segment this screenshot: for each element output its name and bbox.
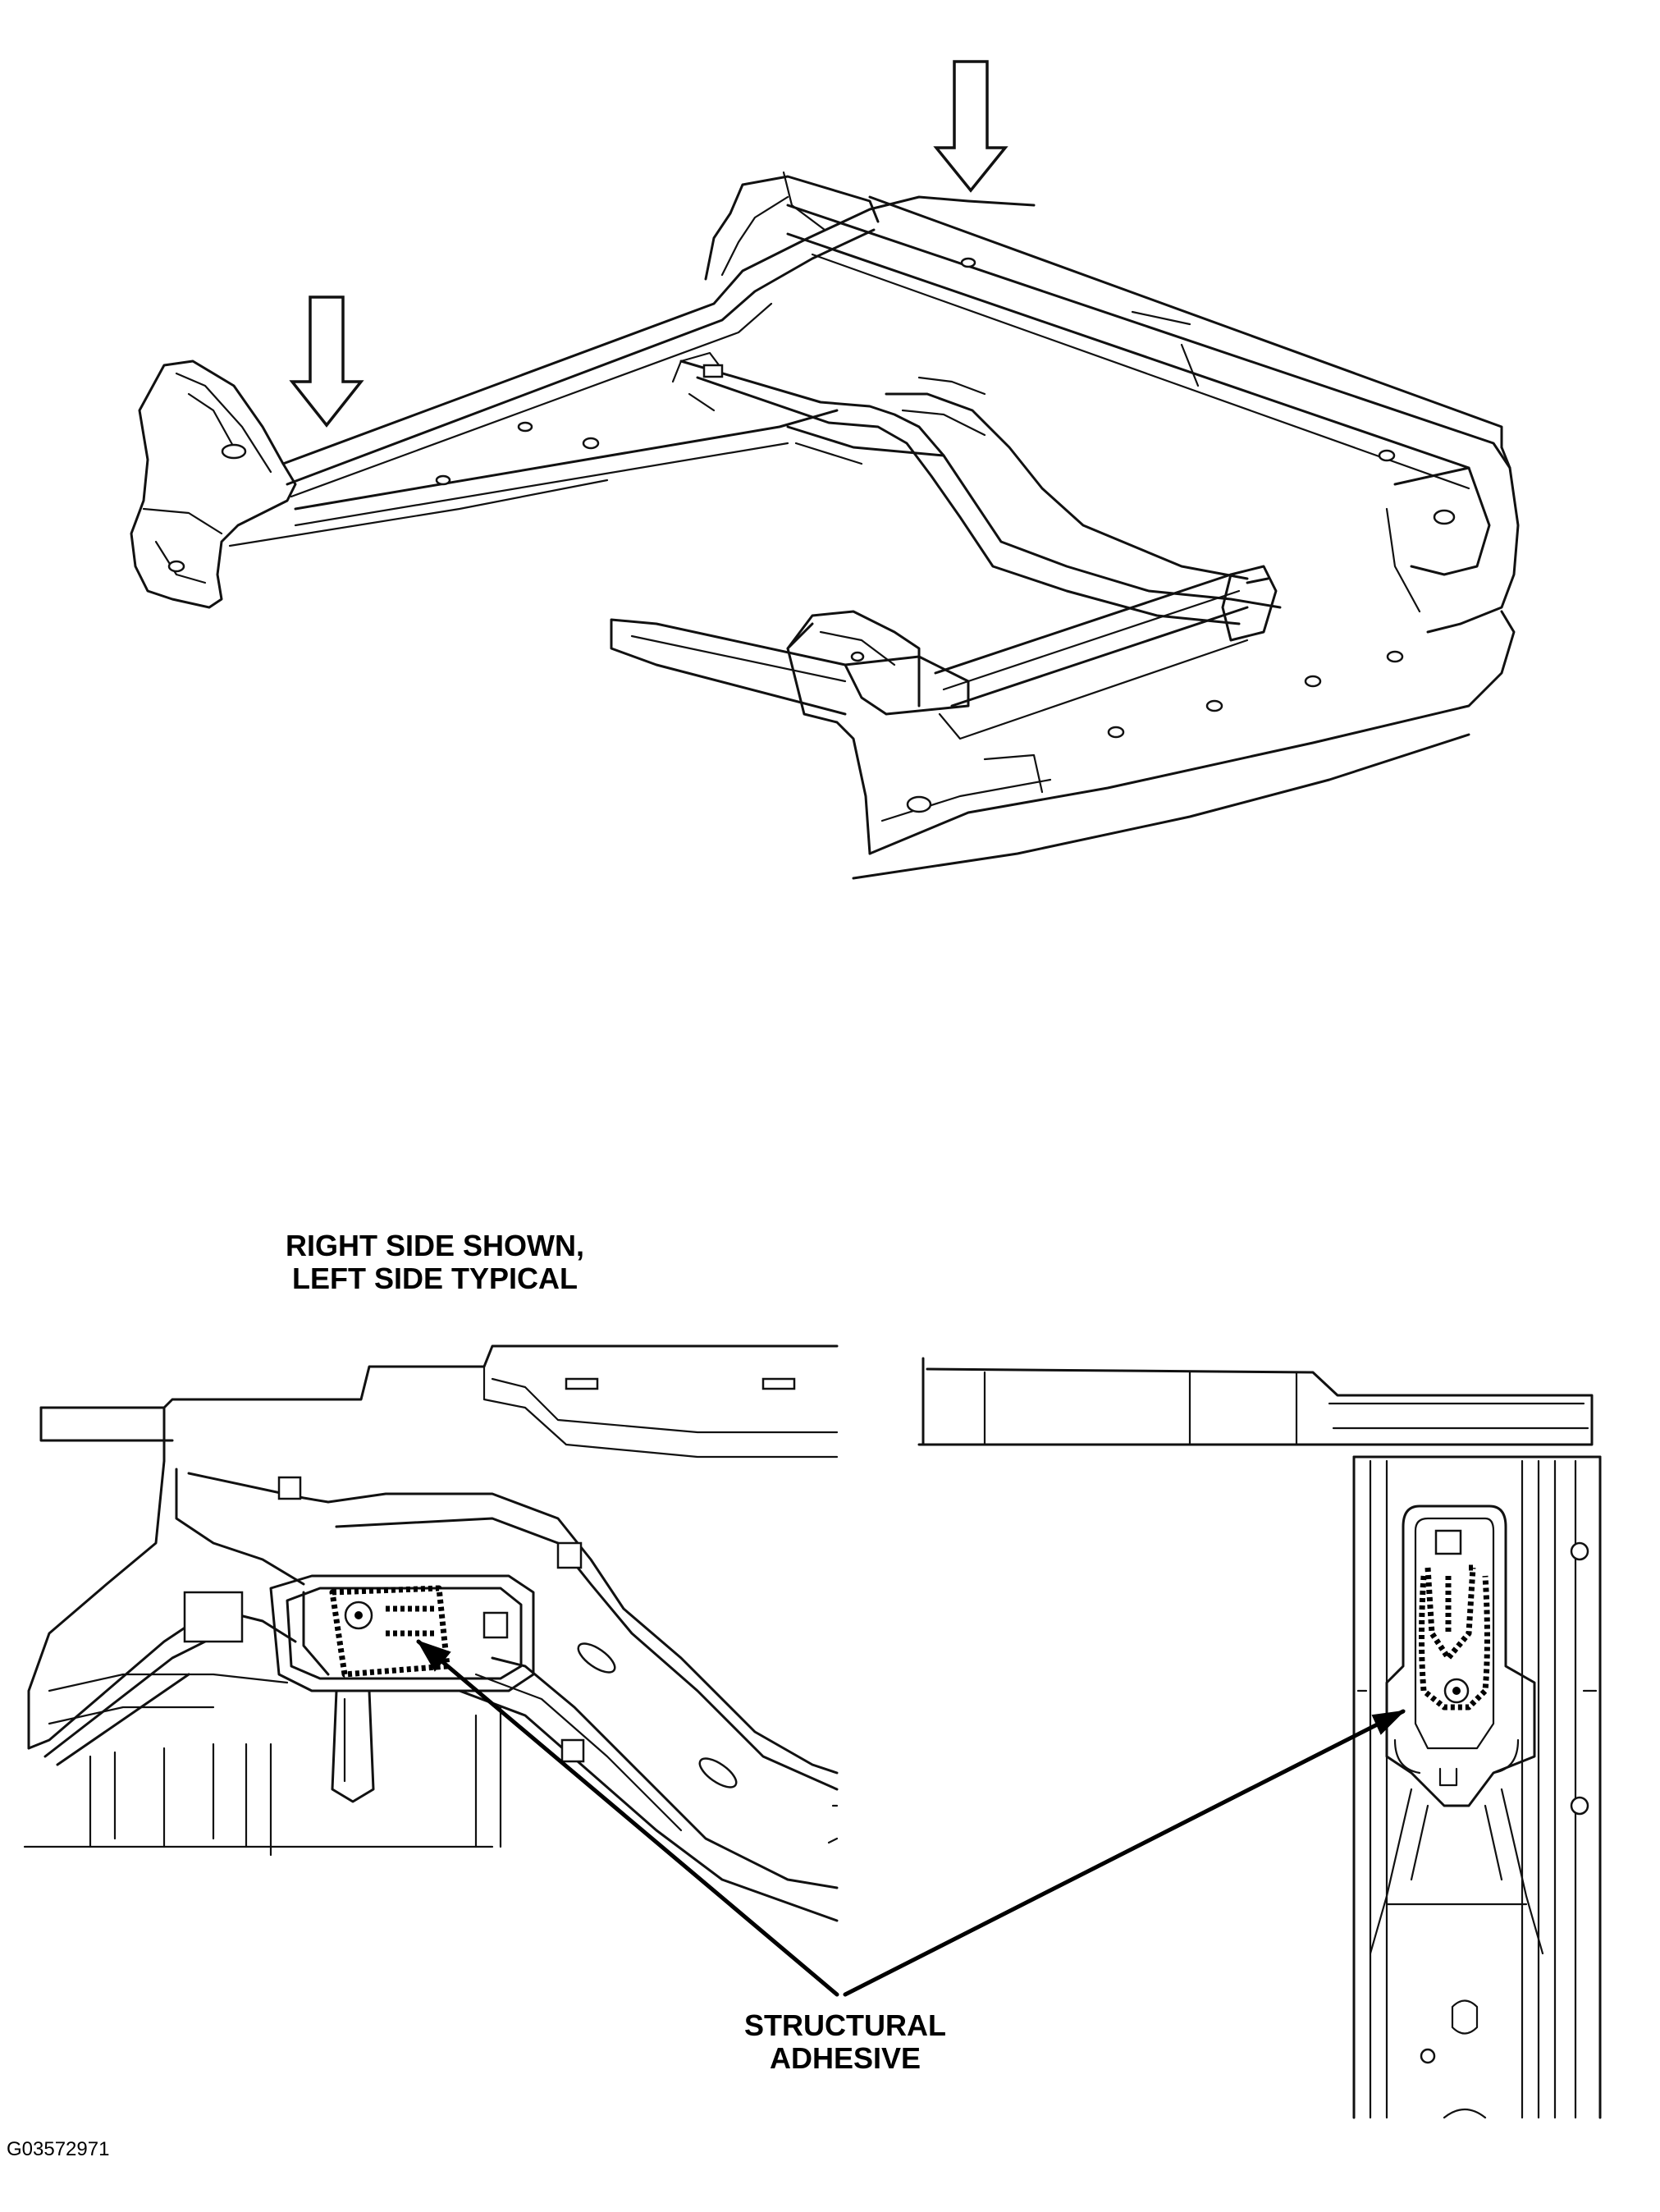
leader-arrowhead-right <box>1371 1710 1406 1735</box>
callout-line-1: STRUCTURAL <box>744 2008 946 2042</box>
side-detail-view <box>23 1344 839 1922</box>
view-note: RIGHT SIDE SHOWN, LEFT SIDE TYPICAL <box>238 1229 632 1296</box>
underbody-assembly <box>130 60 1520 880</box>
down-arrow-icon <box>933 60 1008 193</box>
view-note-line-2: LEFT SIDE TYPICAL <box>291 1262 578 1296</box>
callout-line-2: ADHESIVE <box>769 2041 921 2076</box>
leader-arrowhead-left <box>416 1640 451 1672</box>
callout-structural-adhesive: STRUCTURAL ADHESIVE <box>706 2008 985 2076</box>
end-detail-view <box>917 1357 1602 2119</box>
down-arrow-icon <box>289 295 364 428</box>
callout-leaders <box>416 1639 1406 1997</box>
view-note-line-1: RIGHT SIDE SHOWN, <box>285 1229 584 1262</box>
figure-id: G03572971 <box>7 2138 110 2160</box>
